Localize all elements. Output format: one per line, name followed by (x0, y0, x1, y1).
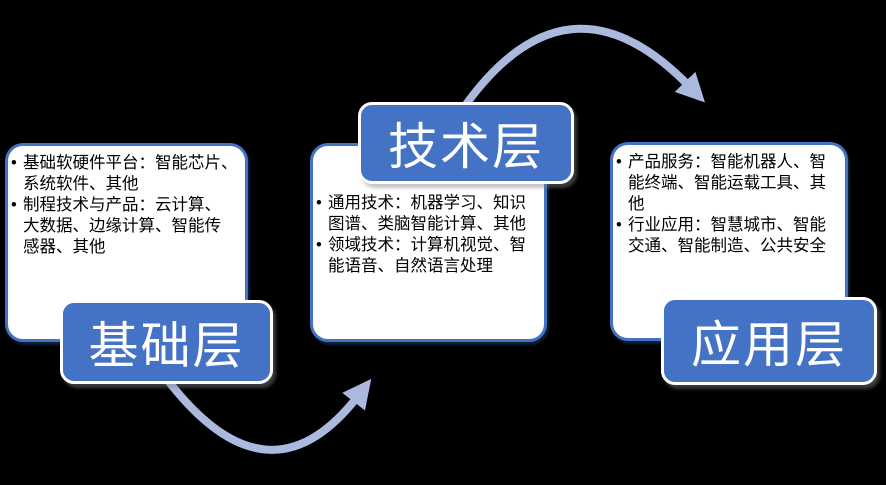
label-base-layer: 基础层 (60, 300, 273, 384)
panel-app-text: 产品服务：智能机器人、智 能终端、智能运载工具、其 他 行业应用：智慧城市、智能… (613, 145, 845, 257)
bullet-line: 产品服务：智能机器人、智 (615, 152, 842, 173)
arrow-base-to-tech-icon (162, 375, 372, 454)
panel-tech-text: 通用技术：机器学习、知识 图谱、类脑智能计算、其他 领域技术：计算机视觉、智 能… (313, 146, 544, 277)
bullet-line: 通用技术：机器学习、知识 (315, 193, 541, 214)
bullet-line: 系统软件、其他 (23, 175, 139, 193)
bullet-line: 交通、智能制造、公共安全 (628, 237, 826, 255)
arrow-tech-to-app-icon (458, 24, 706, 113)
bullet-line: 图谱、类脑智能计算、其他 (328, 215, 526, 233)
bullet-line: 基础软硬件平台：智能芯片、 (10, 153, 242, 174)
bullet-line: 他 (628, 195, 645, 213)
bullet-line: 大数据、边缘计算、智能传 (23, 217, 221, 235)
label-app-layer: 应用层 (661, 297, 877, 385)
bullet-line: 感器、其他 (23, 238, 106, 256)
panel-base-text: 基础软硬件平台：智能芯片、 系统软件、其他 制程技术与产品：云计算、 大数据、边… (8, 146, 245, 258)
bullet-line: 制程技术与产品：云计算、 (10, 195, 242, 216)
bullet-line: 能语音、自然语言处理 (328, 257, 493, 275)
label-tech-layer: 技术层 (358, 102, 574, 184)
bullet-line: 行业应用：智慧城市、智能 (615, 215, 842, 236)
bullet-line: 领域技术：计算机视觉、智 (315, 235, 541, 256)
bullet-line: 能终端、智能运载工具、其 (628, 174, 826, 192)
